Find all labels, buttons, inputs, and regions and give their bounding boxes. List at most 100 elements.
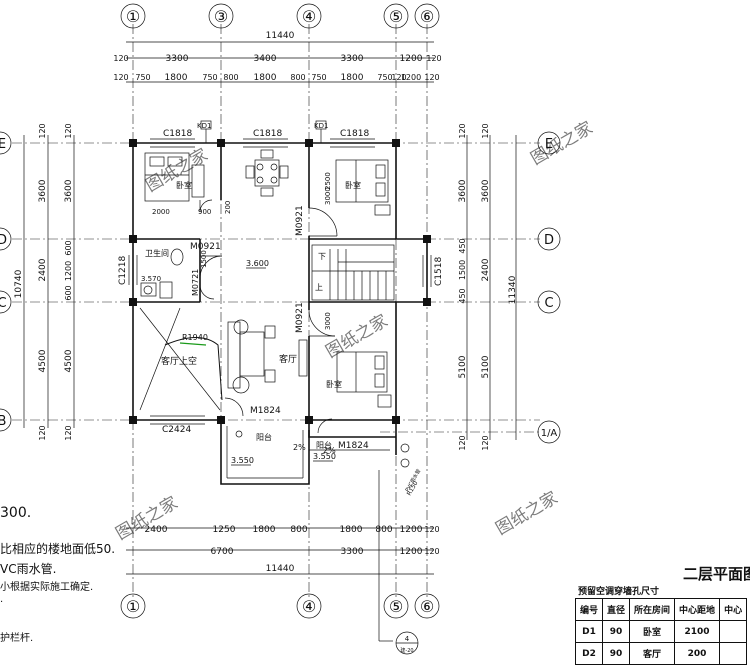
stair-up: 上 — [315, 283, 323, 292]
left-overall-dim: 10740 — [14, 269, 24, 298]
dim: 120 — [481, 435, 490, 450]
dim: 1800 — [254, 73, 277, 83]
dim: 450 — [458, 288, 467, 303]
level-mark: 3.550 — [231, 456, 254, 465]
dim: 3600 — [481, 179, 491, 202]
table-row: D1 90 卧室 2100 — [574, 620, 748, 643]
dim: 2400 — [481, 258, 491, 281]
detail-number: 4 — [405, 635, 410, 643]
table-cell: 200 — [674, 642, 721, 665]
dim: 120 — [458, 123, 467, 138]
dim: 2400 — [38, 258, 48, 281]
note-line: 比相应的楼地面低50. — [0, 542, 116, 556]
watermark: 图纸之家 — [493, 488, 562, 539]
dim: 120 — [424, 73, 439, 82]
window-tag: KD1 — [197, 122, 211, 130]
dim: 120 — [38, 123, 47, 138]
doors — [199, 199, 338, 434]
axis-top-3: ③ — [214, 7, 228, 26]
room-balcony-2: 阳台 — [316, 440, 332, 450]
plan-title: 二层平面图 — [683, 565, 750, 583]
living-furniture — [227, 319, 308, 394]
axis-bottom-4: ④ — [302, 597, 316, 616]
window-tag: C1218 — [118, 256, 128, 285]
axis-top-5: ⑤ — [389, 7, 403, 26]
table-header: 编号 — [574, 598, 604, 621]
dim: 800 — [375, 525, 392, 535]
bedroom-2-furniture — [335, 159, 391, 216]
axis-left-C: C — [0, 296, 7, 311]
radius-label: R1940 — [182, 333, 208, 342]
axis-bubbles-bottom: ① ④ ⑤ ⑥ — [120, 593, 440, 619]
dim: 3300 — [166, 54, 189, 64]
window-tag: C1818 — [253, 129, 282, 139]
room-bedroom-3: 卧室 — [326, 379, 342, 389]
door-tag: M1824 — [250, 406, 281, 416]
dim: 120 — [113, 73, 128, 82]
dim: 2400 — [145, 525, 168, 535]
table-header-row: 编号 直径 所在房间 中心距地 中心 — [574, 598, 748, 621]
table-header: 直径 — [602, 598, 631, 621]
axis-bottom-5: ⑤ — [389, 597, 403, 616]
dim: 3300 — [341, 547, 364, 557]
ac-hole-table: 编号 直径 所在房间 中心距地 中心 D1 90 卧室 2100 D2 90 客… — [574, 598, 748, 665]
window-tag: C2424 — [162, 425, 191, 435]
window-tag: C1818 — [340, 129, 369, 139]
level-mark: 3.550 — [313, 452, 336, 461]
dim: 120 — [391, 73, 406, 82]
dining-table — [245, 149, 289, 197]
dim: 5100 — [458, 355, 468, 378]
room-labels: 卧室 卧室 卫生间 客厅上空 客厅 卧室 阳台 阳台 下 上 — [145, 180, 361, 450]
table-row: D2 90 客厅 200 — [574, 642, 748, 665]
dim: 750 — [135, 73, 150, 82]
axis-top-6: ⑥ — [420, 7, 434, 26]
dim: 1500 — [200, 250, 208, 268]
dim: 3300 — [341, 54, 364, 64]
note-line: . — [0, 594, 4, 605]
dim: 750 — [202, 73, 217, 82]
detail-ref: 建-20 — [400, 647, 413, 654]
axis-top-1: ① — [126, 7, 140, 26]
door-tag: M0921 — [190, 242, 221, 252]
table-cell: 客厅 — [629, 642, 676, 665]
dim: 120 — [424, 525, 439, 534]
room-balcony-1: 阳台 — [256, 432, 272, 442]
room-bedroom-2: 卧室 — [345, 180, 361, 190]
columns — [129, 139, 431, 424]
dim: 3000 — [324, 312, 332, 330]
room-bedroom-1: 卧室 — [176, 180, 192, 190]
bedroom-1-furniture — [144, 152, 205, 202]
table-cell: 90 — [602, 642, 631, 665]
dim: 1500 — [458, 260, 467, 280]
axis-right-A: 1/A — [541, 428, 558, 439]
room-living: 客厅 — [279, 353, 297, 365]
dim: 120 — [481, 123, 490, 138]
dim: 4500 — [38, 349, 48, 372]
window-tag: KD1 — [314, 122, 328, 130]
axis-bottom-1: ① — [126, 597, 140, 616]
pipe-detail: 4 建-20 R150 PVC雨水管 — [235, 430, 422, 655]
dim: 200 — [224, 201, 232, 214]
dim: 3400 — [254, 54, 277, 64]
table-header: 中心距地 — [674, 598, 721, 621]
axis-left-E: E — [0, 137, 6, 152]
interior-dims: 2000 900 200 2500 3000 3000 1500 3.600 3… — [141, 172, 336, 466]
dim: 1200 — [400, 54, 423, 64]
table-cell: 90 — [602, 620, 631, 643]
dim: 900 — [198, 208, 211, 216]
windows — [128, 120, 432, 425]
top-dimensions: 11440 120 3300 3400 3300 1200 120 120 75… — [113, 31, 441, 83]
table-cell: D2 — [574, 642, 604, 665]
dim: 800 — [223, 73, 238, 82]
axis-right-E: E — [545, 137, 553, 152]
dim: 3600 — [64, 179, 74, 202]
room-void: 客厅上空 — [161, 355, 197, 367]
dim: 120 — [426, 54, 441, 63]
dim: 2500 — [324, 172, 332, 190]
dim: 120 — [38, 425, 47, 440]
axis-left-D: D — [0, 233, 7, 248]
dim: 5100 — [481, 355, 491, 378]
bottom-overall-dim: 11440 — [266, 564, 295, 574]
axis-bubbles-left: E D C B — [0, 131, 12, 432]
dim: 1250 — [213, 525, 236, 535]
